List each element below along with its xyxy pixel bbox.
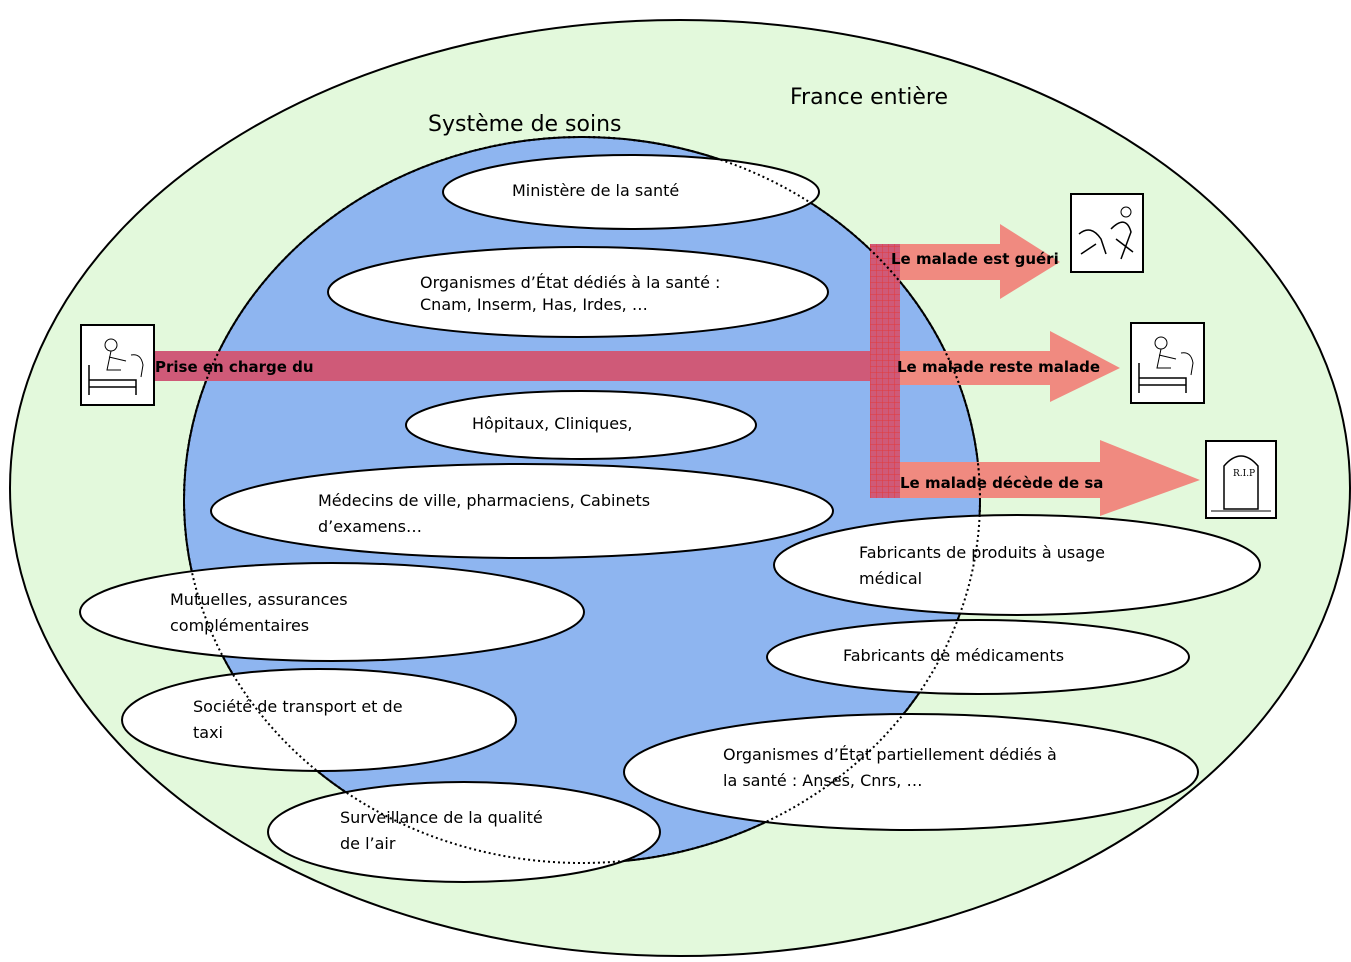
label-medecins: Médecins de ville, pharmaciens, Cabinets…: [318, 491, 651, 536]
ellipse-fabricants-medicaments: [766, 619, 1190, 695]
arrow-decede: [872, 440, 1200, 516]
label-fabricants-medicaments: Fabricants de médicaments: [843, 646, 1065, 665]
ellipse-mutuelles: [79, 562, 585, 662]
main-arrow-bar: [152, 351, 892, 381]
arrow-label-gueri: Le malade est guéri: [891, 250, 1059, 268]
svg-text:R.I.P: R.I.P: [1233, 469, 1255, 479]
label-hopitaux: Hôpitaux, Cliniques,: [472, 414, 633, 433]
arrow-gueri: [895, 224, 1060, 299]
arrow-label-decede: Le malade décède de sa: [900, 474, 1104, 492]
dotted-circle-overlay: [183, 136, 981, 864]
label-ministere: Ministère de la santé: [512, 181, 680, 200]
france-title: France entière: [790, 85, 948, 110]
ellipse-organismes-partiels: [623, 713, 1199, 831]
ellipse-ministere: [442, 154, 820, 230]
arrow-label-reste: Le malade reste malade: [897, 358, 1101, 376]
ellipse-organismes-etat: [327, 246, 829, 338]
patient-in-bed-icon-2: [1130, 322, 1205, 404]
system-title: Système de soins: [428, 112, 622, 137]
ellipse-fabricants-produits: [773, 514, 1261, 616]
label-organismes-partiels: Organismes d’État partiellement dédiés à…: [723, 745, 1057, 790]
ellipse-medecins: [210, 463, 834, 559]
tombstone-icon: R.I.P: [1205, 440, 1277, 519]
patient-in-bed-icon: [80, 324, 155, 406]
ellipse-transport: [121, 668, 517, 772]
label-organismes-etat: Organismes d’État dédiés à la santé :Cna…: [420, 273, 721, 314]
ellipse-surveillance: [267, 781, 661, 883]
arrow-reste: [895, 331, 1120, 402]
recovered-person-icon: [1070, 193, 1144, 273]
arrow-connector: [870, 244, 900, 498]
arrow-label-main: Prise en charge du: [155, 358, 314, 376]
ellipse-hopitaux: [405, 390, 757, 460]
